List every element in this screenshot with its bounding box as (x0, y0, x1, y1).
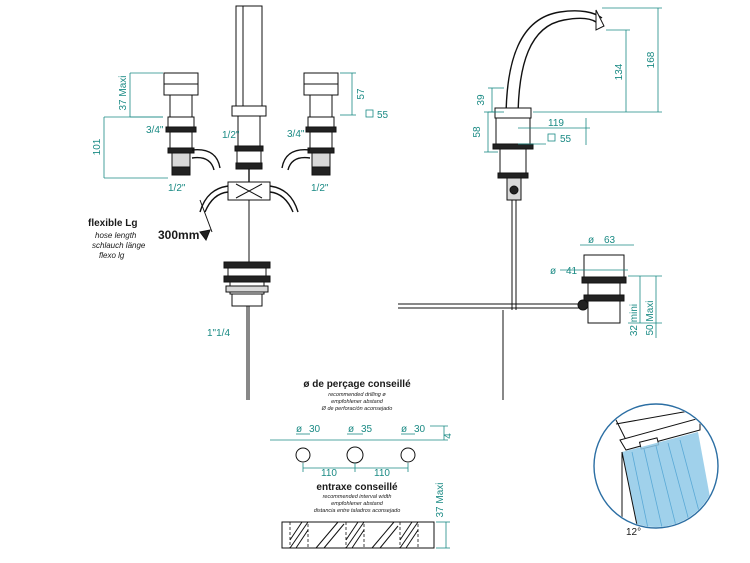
spacing-en: recommended interval width (323, 494, 392, 500)
diameter-icon-63: ø (588, 235, 594, 246)
aerator-detail: 12° (593, 403, 719, 538)
dim-168: 168 (646, 51, 657, 68)
thread-center: 1/2" (222, 130, 240, 141)
hose-en: hose length (95, 231, 137, 240)
diameter-icon-41: ø (550, 266, 556, 277)
dim-39: 39 (476, 94, 487, 106)
hole-center (346, 446, 364, 464)
square-icon (365, 109, 374, 118)
drill-110-right: 110 (374, 468, 390, 479)
drill-d1: 30 (309, 424, 321, 435)
right-valve (281, 72, 339, 176)
spacing-de: empfohlener abstand (331, 501, 384, 507)
diameter-icon-d2: ø (348, 424, 354, 435)
spacing-37-maxi: 37 Maxi (435, 482, 446, 517)
waste-thread: 1"1/4 (207, 328, 230, 339)
center-spout (231, 5, 267, 182)
thread-bottom-left: 1/2" (168, 183, 186, 194)
drilling-title: ø de perçage conseillé (303, 379, 411, 390)
drilling-en: recommended drilling ø (328, 392, 386, 398)
hole-left (295, 447, 311, 463)
dim-41: 41 (566, 266, 578, 277)
dim-37-maxi: 37 Maxi (118, 75, 129, 110)
dim-55-side: 55 (560, 134, 572, 145)
dim-57: 57 (356, 88, 367, 100)
diameter-icon-d1: ø (296, 424, 302, 435)
left-valve (163, 72, 221, 176)
hole-right (400, 447, 416, 463)
dim-58: 58 (472, 126, 483, 138)
water-spray (622, 432, 716, 527)
manifold (199, 181, 299, 262)
pop-up-waste (223, 261, 271, 400)
drilling-de: empfohlener abstand (331, 399, 384, 405)
dim-32-mini: 32 mini (629, 304, 640, 336)
side-view: 168 134 39 58 119 55 ø 63 ø 41 32 mini 5… (398, 7, 662, 400)
spacing-title: entraxe conseillé (316, 482, 398, 493)
spacing-diagram: entraxe conseillé recommended interval w… (281, 482, 450, 549)
drill-110-left: 110 (321, 468, 337, 479)
dim-119: 119 (548, 118, 564, 129)
drill-d2: 35 (361, 424, 373, 435)
drill-d3: 30 (414, 424, 426, 435)
thread-right: 3/4" (287, 129, 305, 140)
hose-length: 300mm (158, 228, 199, 242)
front-dimension-lines (103, 72, 356, 242)
hose-es: flexo lg (99, 251, 125, 260)
thread-bottom-right: 1/2" (311, 183, 329, 194)
square-icon-side (547, 133, 556, 142)
drilling-es: Ø de perforación aconsejado (321, 406, 393, 412)
spacing-es: distancia entre taladros aconsejado (314, 508, 401, 514)
dim-55-front: 55 (377, 110, 389, 121)
dim-134: 134 (614, 63, 625, 80)
side-waste (577, 254, 627, 324)
diameter-icon-d3: ø (401, 424, 407, 435)
hose-title: flexible Lg (88, 218, 137, 229)
dim-50-maxi: 50 Maxi (645, 300, 656, 335)
thread-left: 3/4" (146, 125, 164, 136)
drill-dim-4: 4 (443, 433, 454, 439)
side-spout (398, 9, 605, 400)
drilling-diagram: ø de perçage conseillé recommended drill… (270, 379, 454, 479)
hose-de: schlauch länge (92, 241, 146, 250)
front-view: 37 Maxi 101 57 55 3/4" 3/4" 1/2" 1/2" 1/… (88, 5, 389, 400)
side-dimension-lines (484, 7, 662, 338)
dim-63: 63 (604, 235, 616, 246)
dim-101: 101 (92, 138, 103, 155)
spray-angle: 12° (626, 527, 641, 538)
